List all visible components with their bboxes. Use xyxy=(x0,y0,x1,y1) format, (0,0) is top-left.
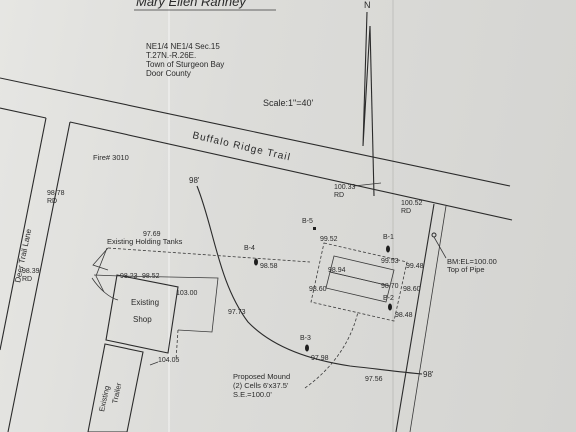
location-line-2: T.27N.-R.26E. xyxy=(146,51,196,60)
elev-98-60-west: 98.60 xyxy=(309,286,327,293)
contour-98-left: 98' xyxy=(189,176,200,185)
mound-label-line-2: (2) Cells 6'x37.5' xyxy=(233,381,289,390)
contour-98-right: 98' xyxy=(423,370,434,379)
elev-98-60-east: 98.60 xyxy=(403,286,421,293)
elev-99-52: 99.52 xyxy=(320,236,338,243)
boring-b4-label: B-4 xyxy=(244,245,255,252)
shop-connection xyxy=(91,277,119,301)
north-label: N xyxy=(364,0,371,10)
shop-label-line-1: Existing xyxy=(131,298,159,307)
benchmark-icon xyxy=(431,232,437,238)
paper-fold xyxy=(392,0,394,432)
road-edge-north xyxy=(0,77,511,187)
shop-east-wing-outline xyxy=(119,275,219,333)
shop-dashed-edge xyxy=(175,329,179,361)
boring-b3-icon xyxy=(305,344,309,352)
rd-label: RD xyxy=(47,198,57,205)
elev-98-48: 98.48 xyxy=(395,312,413,319)
mound-label-line-1: Proposed Mound xyxy=(233,372,290,381)
contour-98 xyxy=(196,185,423,375)
property-line-east xyxy=(395,203,435,432)
rd-label: RD xyxy=(22,276,32,283)
rd-label: RD xyxy=(334,192,344,199)
property-line-west xyxy=(7,121,71,432)
holding-tanks-tick xyxy=(93,274,121,277)
benchmark-elevation: BM:EL=100.00 xyxy=(447,257,497,266)
elev-97-69: 97.69 xyxy=(143,231,161,238)
deer-trail-edge-east xyxy=(0,117,47,351)
fire-number: Fire# 3010 xyxy=(93,153,129,162)
mound-outline xyxy=(310,242,408,322)
holding-tanks-label: Existing Holding Tanks xyxy=(107,237,183,246)
mound-leader xyxy=(304,311,359,389)
boring-b2-icon xyxy=(388,303,392,311)
benchmark-description: Top of Pipe xyxy=(447,265,485,274)
boring-b5-label: B-5 xyxy=(302,218,313,225)
property-line-east-inner xyxy=(409,205,447,432)
boring-b2-label: B-2 xyxy=(383,295,394,302)
boring-b4-icon xyxy=(254,258,258,266)
elev-103-00: 103.00 xyxy=(176,290,198,297)
boring-b1-label: B-1 xyxy=(383,234,394,241)
scale-label: Scale:1"=40' xyxy=(263,98,313,108)
elev-104-05: 104.05 xyxy=(158,357,180,364)
rd-label: RD xyxy=(401,208,411,215)
elev-100-52: 100.52 xyxy=(401,200,423,207)
west-addition-outline xyxy=(95,247,108,293)
road-edge-south xyxy=(69,121,513,221)
elev-97-98: 97.98 xyxy=(311,355,329,362)
elev-98-70: 98.70 xyxy=(381,283,399,290)
location-line-1: NE1/4 NE1/4 Sec.15 xyxy=(146,42,220,51)
elev-98-78: 98.78 xyxy=(47,190,65,197)
existing-trailer xyxy=(87,343,144,432)
elev-99-53: 99.53 xyxy=(381,258,399,265)
location-line-3: Town of Sturgeon Bay xyxy=(146,60,224,69)
boring-b1-icon xyxy=(386,245,390,253)
elev-99-48: 99.48 xyxy=(406,263,424,270)
location-line-4: Door County xyxy=(146,69,191,78)
elev-97-56: 97.56 xyxy=(365,376,383,383)
holding-tanks-line xyxy=(107,247,311,263)
owner-title: Mary Ellen Ranney xyxy=(136,0,247,9)
benchmark-leader xyxy=(433,236,447,259)
elev-100-33: 100.33 xyxy=(334,184,356,191)
deer-trail-edge-top xyxy=(0,107,47,119)
trailer-label-line-2: Trailer xyxy=(110,382,123,405)
shop-label-line-2: Shop xyxy=(133,315,152,324)
buffalo-ridge-trail-label: Buffalo Ridge Trail xyxy=(191,130,291,163)
elev-98-58: 98.58 xyxy=(260,263,278,270)
mound-cell-2 xyxy=(325,271,391,303)
north-arrow-line xyxy=(369,25,375,197)
existing-shop xyxy=(105,274,179,354)
elev-98-39: 98.39 xyxy=(22,268,40,275)
trailer-leader xyxy=(149,361,159,366)
mound-label-line-3: S.E.=100.0' xyxy=(233,390,272,399)
north-arrow-icon xyxy=(362,11,371,147)
boring-b3-label: B-3 xyxy=(300,335,311,342)
boring-b5-icon xyxy=(313,227,316,230)
trailer-label-line-1: Existing xyxy=(97,385,111,413)
elev-97-73: 97.73 xyxy=(228,309,246,316)
paper-fold xyxy=(168,0,170,432)
holding-tanks-leader xyxy=(92,247,109,271)
elev-98-94: 98.94 xyxy=(328,267,346,274)
